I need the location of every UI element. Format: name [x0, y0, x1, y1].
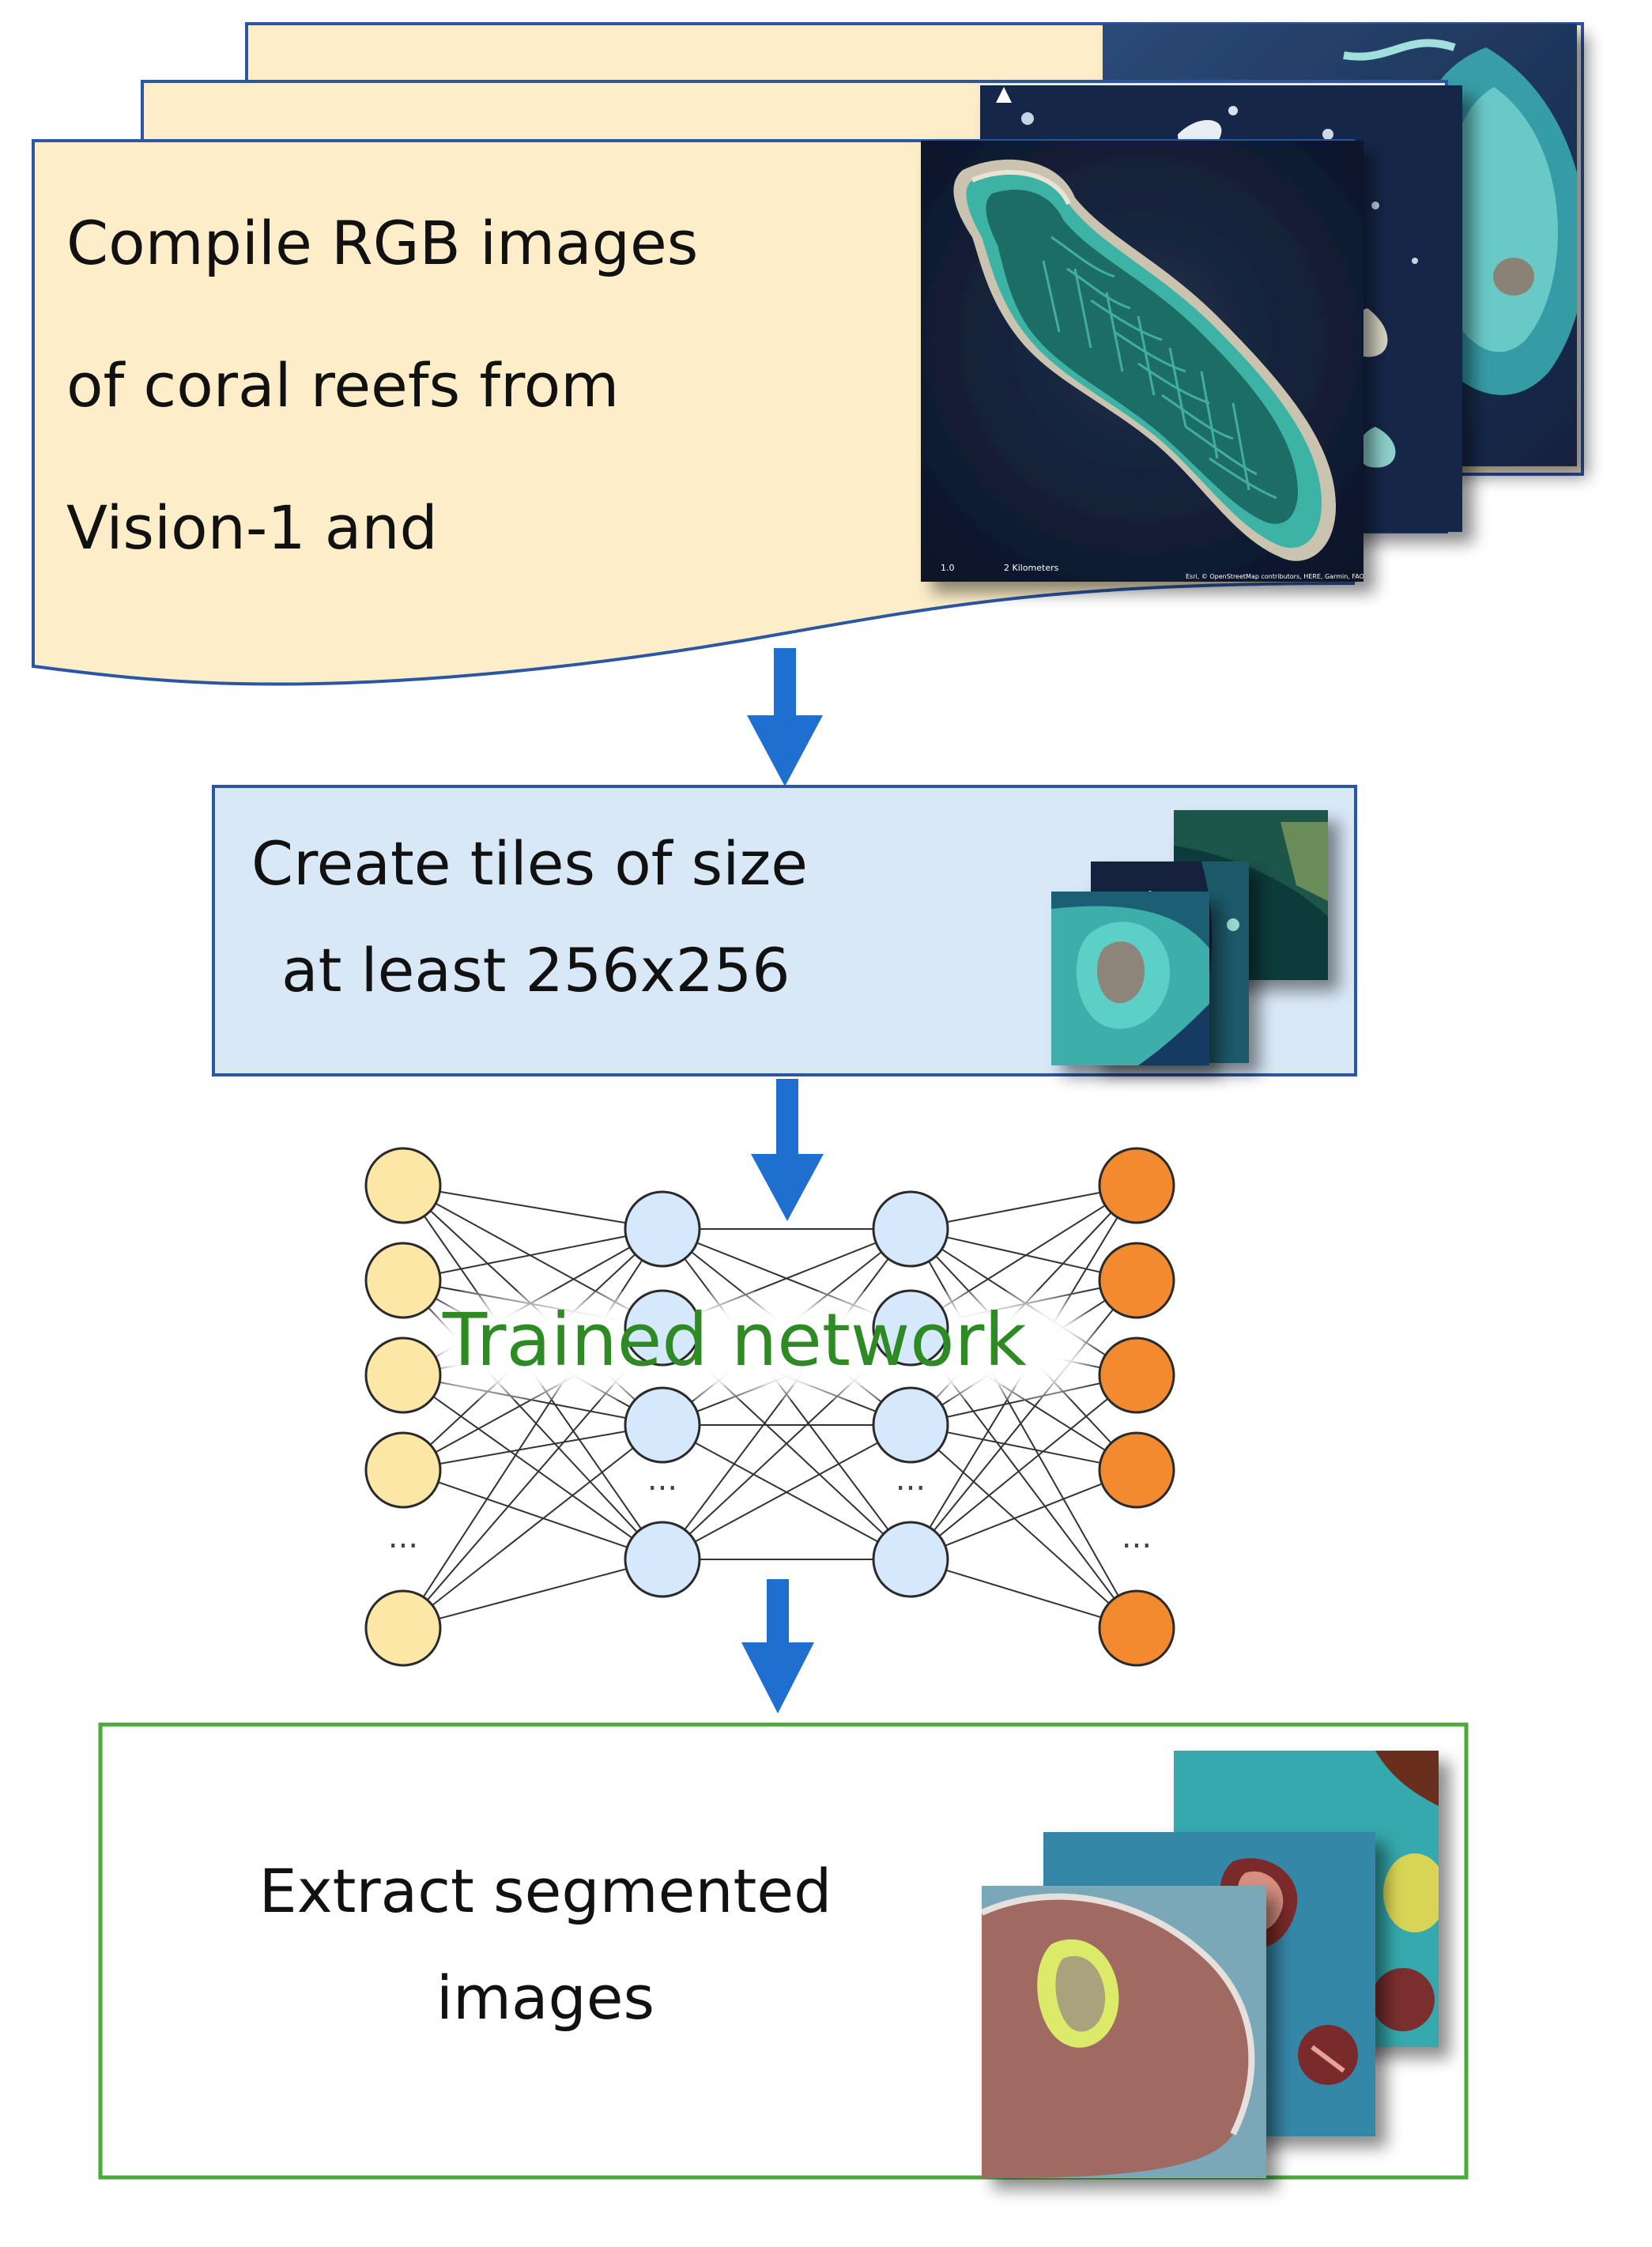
network-node-input	[364, 1242, 442, 1319]
network-ellipsis: ...	[896, 1461, 926, 1498]
network-edge	[426, 1355, 639, 1601]
network-edge	[945, 1569, 1102, 1619]
network-connections	[422, 1190, 1119, 1619]
network-edge	[946, 1382, 1101, 1418]
network-node-input	[364, 1147, 442, 1224]
network-edge	[435, 1202, 631, 1311]
network-ellipsis: ...	[388, 1519, 418, 1555]
satellite-image-front: 1.0 2 Kilometers Esri, © OpenStreetMap c…	[921, 141, 1364, 582]
network-edge	[438, 1481, 628, 1548]
network-node-output	[1098, 1242, 1175, 1319]
map-attribution: Esri, © OpenStreetMap contributors, HERE…	[1186, 573, 1364, 580]
network-node-output	[1098, 1589, 1175, 1667]
flow-arrow-3	[741, 1579, 814, 1714]
network-edge	[938, 1397, 1109, 1537]
network-edge	[945, 1483, 1103, 1547]
network-node-hidden2	[872, 1521, 949, 1598]
network-node-hidden1	[624, 1521, 701, 1598]
flow-arrow-1	[747, 648, 823, 786]
tile-stack	[1051, 810, 1328, 1065]
network-node-input	[364, 1589, 442, 1667]
compile-line-3: Vision-1 and	[66, 492, 438, 563]
tiles-line-1: Create tiles of size	[251, 828, 809, 899]
document-stack: 1.0 2 Kilometers Esri, © OpenStreetMap c…	[32, 22, 1584, 686]
network-edge	[932, 1356, 1115, 1600]
compile-line-1: Compile RGB images	[66, 208, 699, 278]
tile-image-front	[1051, 892, 1209, 1065]
network-node-output	[1098, 1337, 1175, 1414]
network-edge	[946, 1236, 1101, 1273]
network-node-hidden1	[624, 1190, 701, 1268]
network-edge	[439, 1235, 627, 1274]
segmented-stack	[982, 1751, 1439, 2178]
network-edge	[694, 1442, 879, 1543]
network-edge	[946, 1431, 1101, 1464]
network-node-hidden2	[872, 1289, 949, 1367]
scale-bar-start: 1.0	[941, 563, 955, 573]
network-edge	[432, 1447, 634, 1606]
network-edge	[937, 1449, 1110, 1604]
tiles-line-2: at least 256x256	[281, 935, 790, 1005]
extract-line-1: Extract segmented	[258, 1856, 832, 1926]
network-edge	[941, 1205, 1106, 1309]
network-edge	[432, 1396, 633, 1539]
network-node-hidden1	[624, 1289, 701, 1367]
network-edge	[946, 1191, 1101, 1223]
segmented-image-front	[982, 1886, 1266, 2178]
network-node-hidden2	[872, 1386, 949, 1464]
flow-arrow-2	[751, 1079, 824, 1221]
network-node-output	[1098, 1431, 1175, 1509]
network-title: Trained network	[443, 1298, 1027, 1382]
scale-bar-end: 2 Kilometers	[1004, 563, 1059, 573]
neural-network: ............	[364, 1147, 1175, 1667]
network-edge	[439, 1190, 626, 1224]
compile-line-2: of coral reefs from	[66, 350, 620, 420]
network-ellipsis: ...	[647, 1461, 677, 1498]
extract-line-2: images	[436, 1962, 655, 2033]
network-node-output	[1098, 1147, 1175, 1224]
network-node-input	[364, 1431, 442, 1509]
network-node-hidden1	[624, 1386, 701, 1464]
network-node-input	[364, 1337, 442, 1414]
network-node-hidden2	[872, 1190, 949, 1268]
network-edge	[439, 1431, 626, 1465]
network-edge	[439, 1568, 627, 1619]
network-ellipsis: ...	[1122, 1519, 1152, 1555]
